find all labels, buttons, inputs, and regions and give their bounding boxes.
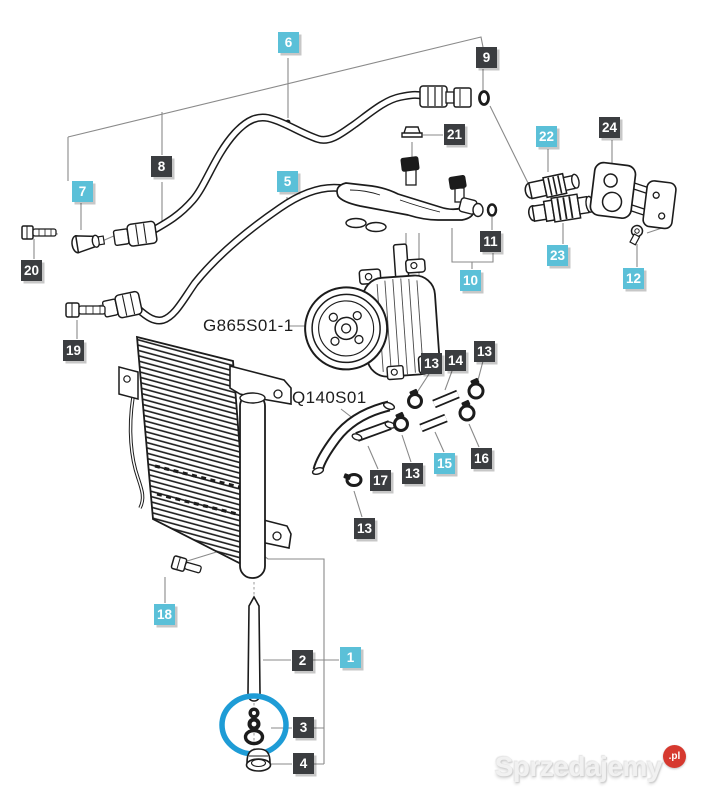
part-label-7: 7 [72,181,93,202]
hose-clamp-13 [343,473,363,487]
fitting-22 [524,172,580,200]
receiver-fittings [524,161,677,246]
compressor [304,243,441,381]
part-label-21: 21 [444,124,466,145]
bolt-19 [65,302,106,318]
hose-start-fitting [112,220,158,247]
nut-21 [401,126,423,138]
part-code-compressor: G865S01-1 [203,316,294,335]
part-label-13: 13 [402,463,424,484]
condenser-left-bracket [118,366,139,400]
compressor-pulley [304,286,389,371]
part-label-17: 17 [370,470,392,491]
watermark-pl-badge: .pl [663,745,686,768]
service-valve-cap [400,156,467,190]
condenser [118,335,292,579]
part-label-12: 12 [623,268,645,289]
part-label-10: 10 [460,270,482,291]
part-label-13: 13 [474,341,496,362]
part-label-2: 2 [292,650,313,671]
part-label-8: 8 [151,156,172,177]
watermark-text: Sprzedajemy [494,751,663,782]
part-label-20: 20 [21,260,43,281]
part-label-24: 24 [599,117,621,138]
cone-connector-7 [71,234,106,254]
part-label-13: 13 [354,518,376,539]
o-ring-kit-3 [243,707,265,746]
lower-hose-assembly [65,183,344,325]
pickup-tube-2 [247,595,261,702]
outlet-fitting [458,197,484,218]
hose-clamp-13 [407,388,423,409]
hose-clamp-13 [467,377,485,400]
bolt-12 [629,224,644,246]
hose-start-fitting [101,290,143,319]
receiver-drier-tube [239,392,266,579]
hose-clamp-13 [458,399,476,422]
part-label-13: 13 [421,353,443,374]
part-label-5: 5 [277,171,298,192]
part-label-14: 14 [445,350,467,371]
drier-assembly [219,595,289,772]
part-label-9: 9 [476,47,497,68]
part-code-drain-hose: Q140S01 [292,388,367,407]
hose-clamp-13 [393,411,409,432]
part-label-16: 16 [471,448,493,469]
part-label-23: 23 [547,245,569,266]
mounting-bracket-24 [589,161,677,230]
fitting-23 [527,193,595,223]
hose-end-fitting [419,85,472,108]
part-label-19: 19 [63,340,85,361]
part-label-3: 3 [293,717,314,738]
part-label-22: 22 [536,126,558,147]
part-label-4: 4 [293,753,314,774]
part-label-6: 6 [278,32,299,53]
bolt-18 [170,555,202,574]
part-label-1: 1 [340,647,361,668]
upper-hose-assembly [21,85,490,254]
drain-hose-group [311,377,485,487]
part-label-11: 11 [480,231,501,252]
o-ring-11 [486,203,498,217]
part-label-18: 18 [154,604,176,625]
grommet-4 [245,748,272,772]
manifold-assembly [336,126,498,233]
bolt-20 [21,225,57,240]
o-ring-9 [478,90,490,106]
part-label-15: 15 [434,453,456,474]
